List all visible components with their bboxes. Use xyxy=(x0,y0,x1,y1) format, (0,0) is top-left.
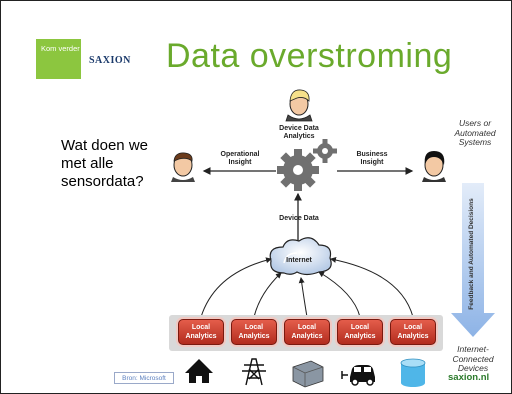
local-analytics-box-4: Local Analytics xyxy=(337,319,383,345)
website-label: saxion.nl xyxy=(448,372,490,383)
kom-verder-logo: Kom verder xyxy=(36,39,81,79)
connected-devices-label: Internet-Connected Devices xyxy=(452,344,494,373)
source-label: Bron: Microsoft xyxy=(114,372,174,384)
analyst-person-icon xyxy=(285,89,313,122)
device-data-label: Device Data xyxy=(279,215,319,222)
device-data-analytics-label: Device Data Analytics xyxy=(279,125,319,140)
users-systems-label: Users or Automated Systems xyxy=(454,118,496,147)
saxion-logo: SAXION xyxy=(89,45,151,75)
local-analytics-box-3: Local Analytics xyxy=(284,319,330,345)
feedback-arrow xyxy=(451,183,495,337)
power-pylon-icon xyxy=(242,358,266,386)
local-analytics-box-1: Local Analytics xyxy=(178,319,224,345)
local-analytics-box-5: Local Analytics xyxy=(390,319,436,345)
storage-drum-icon xyxy=(400,358,426,387)
business-person-icon xyxy=(422,151,446,182)
operational-insight-label: Operational Insight xyxy=(220,151,260,166)
internet-cloud xyxy=(269,237,332,276)
internet-label: Internet xyxy=(286,257,312,264)
slide-title: Data overstroming xyxy=(166,37,453,75)
logo-tagline: Kom verder xyxy=(41,44,80,53)
operator-person-icon xyxy=(171,152,195,182)
house-icon xyxy=(185,359,213,383)
feedback-label: Feedback and Automated Decisions xyxy=(468,198,475,310)
server-box-icon xyxy=(292,360,324,388)
electric-car-icon xyxy=(341,365,375,386)
gears-icon xyxy=(277,139,337,191)
question-text: Wat doen we met alle sensordata? xyxy=(61,137,148,190)
business-insight-label: Business Insight xyxy=(356,151,388,166)
logo-brand: SAXION xyxy=(89,54,131,66)
local-analytics-box-2: Local Analytics xyxy=(231,319,277,345)
